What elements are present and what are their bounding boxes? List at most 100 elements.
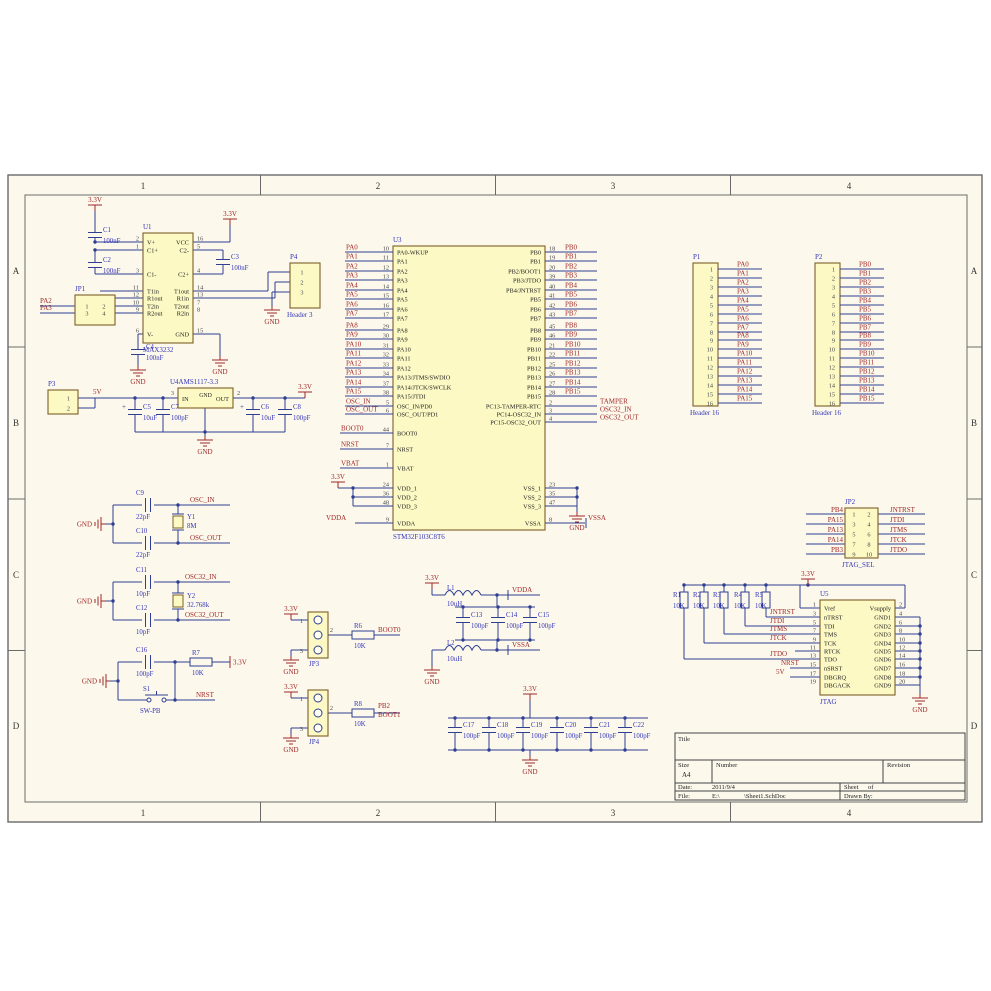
- pin-number: 3: [85, 311, 88, 318]
- designator: C20: [565, 722, 577, 729]
- switch-terminal[interactable]: [161, 697, 167, 703]
- resistor-R5[interactable]: [761, 591, 771, 609]
- connector-P4[interactable]: [289, 262, 321, 309]
- pin-number: 13: [829, 373, 835, 380]
- value: 10K: [734, 603, 746, 610]
- file-label: File:: [678, 793, 690, 800]
- designator: U5: [820, 590, 829, 598]
- title-block: [674, 732, 966, 801]
- resistor-R1[interactable]: [679, 591, 689, 609]
- power-label: 3.3V: [425, 574, 439, 582]
- pin-name: PA11: [397, 355, 411, 362]
- component-name: Header 3: [287, 311, 313, 319]
- jumper-pin[interactable]: [313, 645, 323, 655]
- component-U5[interactable]: [819, 599, 896, 696]
- pin-number: 3: [300, 289, 303, 296]
- pin-number: 46: [549, 332, 555, 339]
- polarity-mark: +: [240, 403, 244, 411]
- connector-P3[interactable]: [47, 389, 79, 415]
- pin-name: PB6: [530, 306, 541, 313]
- file-value: E:\: [712, 793, 720, 800]
- component-U4[interactable]: [177, 387, 234, 409]
- designator: JP2: [845, 498, 856, 506]
- inductor-L1[interactable]: [444, 589, 482, 597]
- jumper-pin[interactable]: [313, 723, 323, 733]
- component-U3[interactable]: [392, 245, 546, 531]
- connector-P2[interactable]: [814, 262, 841, 407]
- net-label: PB13: [565, 369, 581, 377]
- pin-number: 17: [383, 311, 389, 318]
- net-label: PA11: [346, 350, 362, 358]
- net-label: OSC_OUT: [346, 406, 378, 414]
- connector-JP1[interactable]: [74, 294, 116, 326]
- value: 100pF: [171, 415, 189, 422]
- component-U1[interactable]: [142, 232, 194, 344]
- pin-name: TCK: [824, 640, 837, 647]
- resistor-R7[interactable]: [189, 657, 213, 667]
- resistor-R3[interactable]: [719, 591, 729, 609]
- net-label: PA9: [346, 331, 358, 339]
- connector-P1[interactable]: [692, 262, 719, 407]
- net-label: JTMS: [770, 625, 787, 633]
- jumper-pin[interactable]: [313, 693, 323, 703]
- pin-number: 8: [197, 306, 200, 313]
- pin-number: 5: [832, 302, 835, 309]
- inductor-L2[interactable]: [444, 644, 482, 652]
- crystal-Y1[interactable]: [172, 515, 184, 529]
- pin-name: R1in: [177, 295, 190, 302]
- pin-name: PA12: [397, 365, 411, 372]
- value: 10K: [354, 643, 366, 650]
- switch-terminal[interactable]: [146, 697, 152, 703]
- designator: P1: [693, 253, 701, 261]
- net-label: PB8: [565, 322, 578, 330]
- connector-JP2[interactable]: [844, 507, 879, 559]
- designator: U4AMS1117-3.3: [170, 378, 219, 386]
- net-label: PB15: [565, 388, 581, 396]
- junction-dot: [589, 716, 593, 720]
- crystal-Y2[interactable]: [172, 594, 184, 608]
- junction-dot: [555, 716, 559, 720]
- pin-number: 3: [171, 390, 174, 397]
- power-label: 3.3V: [331, 473, 345, 481]
- power-label: 3.3V: [88, 196, 102, 204]
- net-label: PA3: [737, 288, 749, 296]
- zone-label-col: 4: [847, 181, 852, 191]
- pin-number: 10: [829, 346, 835, 353]
- pin-name: PB5: [530, 296, 541, 303]
- jumper-pin[interactable]: [313, 708, 323, 718]
- pin-name: VCC: [176, 239, 189, 246]
- pin-name: nTRST: [824, 614, 843, 621]
- net-label: PB5: [859, 306, 872, 314]
- designator: C13: [471, 612, 483, 619]
- net-label: PB6: [859, 315, 872, 323]
- pin-number: 2: [67, 405, 70, 412]
- component-name: JTAG_SEL: [842, 561, 875, 569]
- resistor-R2[interactable]: [699, 591, 709, 609]
- net-label: JTCK: [890, 536, 907, 544]
- pin-number: 13: [810, 652, 816, 659]
- pin-name: VBAT: [397, 465, 414, 472]
- pin-number: 7: [832, 320, 835, 327]
- net-label: VDDA: [326, 514, 346, 522]
- resistor-R6[interactable]: [351, 630, 375, 640]
- pin-number: 1: [813, 601, 816, 608]
- pin-name: T2out: [174, 303, 189, 310]
- net-label: JNTRST: [770, 608, 796, 616]
- pin-name: VDD_2: [397, 494, 417, 501]
- resistor-R8[interactable]: [351, 708, 375, 718]
- pin-name: R2in: [177, 310, 190, 317]
- jumper-pin[interactable]: [313, 615, 323, 625]
- net-label: PA7: [737, 324, 749, 332]
- net-label: PB1: [859, 270, 872, 278]
- pin-number: 2: [832, 275, 835, 282]
- pin-number: 15: [383, 292, 389, 299]
- gnd-label: GND: [130, 378, 145, 386]
- resistor-R4[interactable]: [740, 591, 750, 609]
- value: 22pF: [136, 552, 150, 559]
- pin-name: nSRST: [824, 665, 842, 672]
- number-label: Number: [716, 762, 738, 769]
- gnd-label: GND: [424, 678, 439, 686]
- designator: P4: [290, 253, 298, 261]
- jumper-pin[interactable]: [313, 630, 323, 640]
- net-label: JTDO: [890, 546, 907, 554]
